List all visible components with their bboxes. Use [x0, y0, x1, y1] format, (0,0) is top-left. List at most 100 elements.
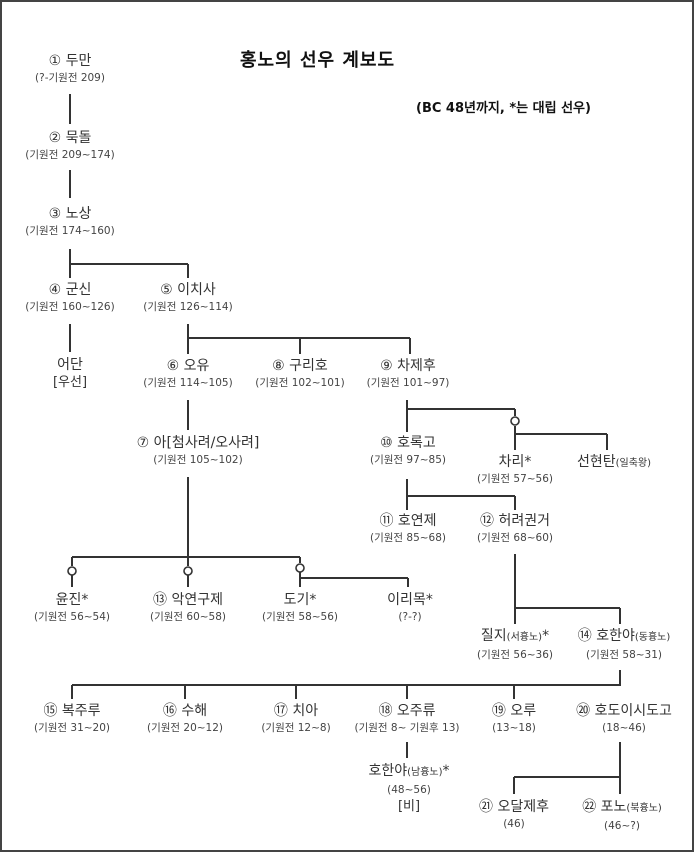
node-odaljehu: ㉑ 오달제후 (46)	[479, 798, 549, 832]
node-name: ⑧ 구리호	[272, 358, 328, 374]
node-dates: (기원전 58~31)	[585, 649, 663, 661]
node-dates: (기원전 68~60)	[476, 532, 554, 544]
node-hodoisidogo: ⑳ 호도이시도고 (18~46)	[576, 702, 672, 736]
node-dates: (기원전 60~58)	[149, 611, 227, 623]
node-title: [비]	[397, 799, 421, 814]
node-name: ⑯ 수해	[162, 703, 208, 719]
node-dates: (18~46)	[602, 722, 646, 734]
node-dates: (기원전 97~85)	[369, 454, 447, 466]
node-dates: (기원전 8~ 기원후 13)	[354, 722, 460, 734]
node-suhae: ⑯ 수해 (기원전 20~12)	[147, 702, 223, 736]
node-dates: (기원전 85~68)	[369, 532, 447, 544]
node-note: (서흉노)	[506, 632, 543, 643]
node-name: ㉒ 포노	[582, 799, 627, 815]
node-dates: (기원전 31~20)	[33, 722, 111, 734]
node-agyeongguje: ⑬ 악연구제 (기원전 60~58)	[150, 591, 226, 625]
node-a: ⑦ 아[첨사려/오사려] (기원전 105~102)	[137, 434, 260, 468]
node-eodan: 어단 [우선]	[53, 356, 87, 392]
chart-subtitle: (BC 48년까지, *는 대립 선우)	[416, 101, 591, 116]
node-heoryeogwongeo: ⑫ 허려권거 (기원전 68~60)	[477, 512, 553, 546]
node-name: 차리*	[498, 454, 532, 470]
node-dates: (기원전 56~36)	[476, 649, 554, 661]
node-dates: (기원전 20~12)	[146, 722, 224, 734]
node-dates: (기원전 102~101)	[255, 377, 345, 389]
node-name: ⑮ 복주루	[43, 703, 101, 719]
node-irimok: 이리목* (?-?)	[387, 591, 433, 625]
node-dates: (46)	[503, 818, 525, 830]
node-gurIho: ⑧ 구리호 (기원전 102~101)	[255, 357, 344, 391]
node-name: ⑳ 호도이시도고	[576, 703, 672, 719]
node-name: ⑫ 허려권거	[480, 513, 550, 529]
node-name: ② 묵돌	[48, 130, 92, 146]
node-dates: (기원전 12~8)	[261, 722, 331, 734]
node-note: (일축왕)	[615, 458, 652, 469]
node-name: ③ 노상	[48, 206, 92, 222]
rival-mark: *	[542, 628, 550, 644]
node-pono: ㉒ 포노(북흉노) (46~?)	[582, 798, 662, 834]
node-note: (북흉노)	[626, 803, 662, 814]
node-oyu: ⑥ 오유 (기원전 114~105)	[143, 357, 232, 391]
node-dates: (기원전 209~174)	[25, 149, 115, 161]
node-name: ⑰ 치아	[273, 703, 319, 719]
node-chajehu: ⑨ 차제후 (기원전 101~97)	[367, 357, 450, 391]
node-dates: (기원전 160~126)	[25, 301, 115, 313]
node-dates: (기원전 105~102)	[153, 454, 243, 466]
node-name: ⑱ 오주류	[378, 703, 436, 719]
node-name: 윤진*	[55, 592, 89, 608]
node-name: ① 두만	[48, 53, 92, 69]
node-chia: ⑰ 치아 (기원전 12~8)	[261, 702, 330, 736]
node-ojuryu: ⑱ 오주류 (기원전 8~ 기원후 13)	[354, 702, 459, 736]
node-name: 어단	[57, 357, 83, 373]
node-dates: (?-?)	[398, 611, 422, 623]
node-horokgo: ⑩ 호록고 (기원전 97~85)	[370, 434, 446, 468]
node-gunsin: ④ 군신 (기원전 160~126)	[25, 281, 114, 315]
node-name: ⑪ 호연제	[379, 513, 437, 529]
node-name: ⑩ 호록고	[380, 435, 436, 451]
node-name: 선현탄	[576, 454, 616, 470]
node-hohanya-south: 호한야(남흉노)* (48~56) [비]	[368, 762, 449, 816]
node-dates: (기원전 58~56)	[261, 611, 339, 623]
node-hoyeonje: ⑪ 호연제 (기원전 85~68)	[370, 512, 446, 546]
node-ichisa: ⑤ 이치사 (기원전 126~114)	[143, 281, 232, 315]
node-dates: (기원전 174~160)	[25, 225, 115, 237]
node-dogi: 도기* (기원전 58~56)	[262, 591, 338, 625]
node-name: 도기*	[283, 592, 317, 608]
node-oru: ⑲ 오루 (13~18)	[492, 702, 536, 736]
node-dates: (기원전 56~54)	[33, 611, 111, 623]
node-dates: (기원전 114~105)	[143, 377, 233, 389]
node-dates: (46~?)	[604, 820, 640, 832]
node-note: (동흉노)	[634, 632, 671, 643]
chart-title: 홍노의 선우 계보도	[240, 50, 396, 71]
node-name: ⑤ 이치사	[160, 282, 216, 298]
node-dates: (?-기원전 209)	[35, 72, 105, 84]
node-name: ④ 군신	[48, 282, 92, 298]
node-chari: 차리* (기원전 57~56)	[477, 453, 553, 487]
node-name: ⑨ 차제후	[380, 358, 436, 374]
node-dates: (기원전 101~97)	[366, 377, 450, 389]
node-title: [우선]	[52, 375, 88, 390]
node-name: ⑭ 호한야	[577, 628, 635, 644]
rival-mark: *	[442, 763, 450, 779]
node-hohanya-east: ⑭ 호한야(동흉노) (기원전 58~31)	[578, 627, 671, 663]
node-name: ⑬ 악연구제	[153, 592, 223, 608]
node-bokjuru: ⑮ 복주루 (기원전 31~20)	[34, 702, 110, 736]
node-name: 질지	[480, 628, 507, 644]
node-seonhyeontan: 선현탄(일축왕)	[577, 453, 651, 473]
node-name: ㉑ 오달제후	[479, 799, 549, 815]
node-name: ⑥ 오유	[166, 358, 210, 374]
node-dates: (48~56)	[387, 784, 431, 796]
node-note: (남흉노)	[407, 767, 443, 778]
node-name: ⑦ 아[첨사려/오사려]	[136, 435, 260, 451]
node-mukdol: ② 묵돌 (기원전 209~174)	[25, 129, 114, 163]
node-duman: ① 두만 (?-기원전 209)	[35, 52, 105, 86]
node-yunjin: 윤진* (기원전 56~54)	[34, 591, 110, 625]
node-name: 호한야	[368, 763, 408, 779]
node-nosang: ③ 노상 (기원전 174~160)	[25, 205, 114, 239]
node-dates: (기원전 126~114)	[143, 301, 233, 313]
node-name: 이리목*	[387, 592, 433, 608]
node-jilji: 질지(서흉노)* (기원전 56~36)	[477, 627, 553, 663]
node-name: ⑲ 오루	[491, 703, 537, 719]
node-dates: (13~18)	[492, 722, 536, 734]
